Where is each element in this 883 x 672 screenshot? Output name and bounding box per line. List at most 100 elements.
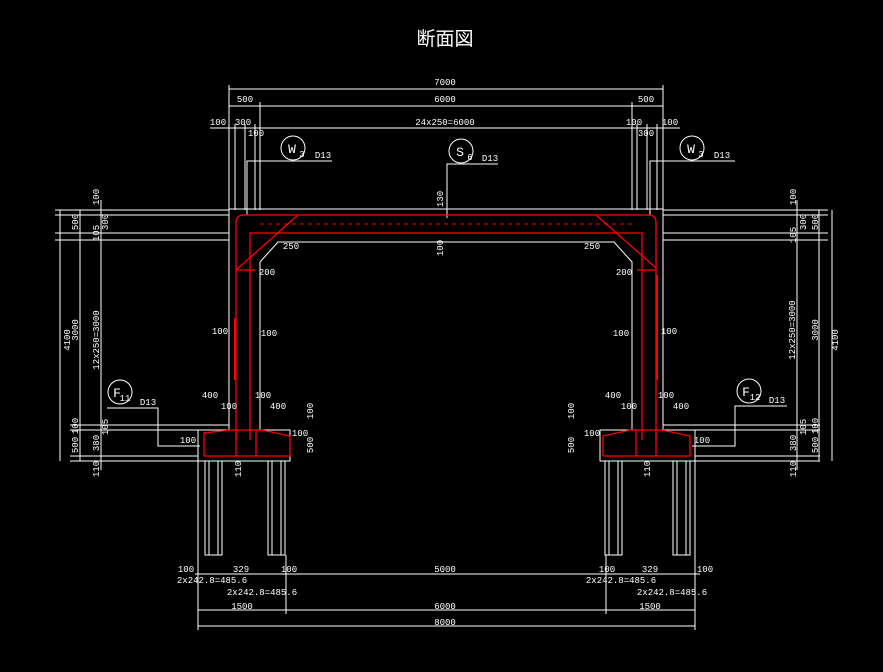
dim-wall-spacing: 12x250=3000 <box>92 310 102 369</box>
dim-label: 100 <box>436 240 446 256</box>
marker-letter: F <box>113 386 121 401</box>
dim-label: 110 <box>643 461 653 477</box>
dim-label: 300 <box>101 214 111 230</box>
dim-label: 100 <box>221 402 237 412</box>
dim-label: 6000 <box>434 602 456 612</box>
dim-label: 200 <box>259 268 275 278</box>
top-dimensions: 7000 500 6000 500 100 300 24x250=6000 10… <box>210 78 680 210</box>
dim-label: 100 <box>694 436 710 446</box>
pile-spacing-label: 2x242.8=485.6 <box>637 588 707 598</box>
dim-label: 100 <box>621 402 637 412</box>
marker-letter: W <box>687 142 695 157</box>
piles <box>204 460 691 556</box>
dim-label: 105 <box>101 419 111 435</box>
dim-label: 100 <box>281 565 297 575</box>
marker-sub: 12 <box>750 393 761 403</box>
dim-label: 400 <box>605 391 621 401</box>
dim-label: 400 <box>673 402 689 412</box>
marker-bar: D13 <box>769 396 785 406</box>
marker-sub: 3 <box>299 150 304 160</box>
dim-left-wall: 500 <box>237 95 253 105</box>
dim-label: 110 <box>789 461 799 477</box>
dim-label: 100 <box>255 391 271 401</box>
dim-label: 3000 <box>71 319 81 341</box>
dim-label: 3000 <box>811 319 821 341</box>
right-dimensions: 4100 500 3000 500 100 300 105 12x250=300… <box>788 189 841 477</box>
dim-label: 100 <box>599 565 615 575</box>
dim-label: 100 <box>567 403 577 419</box>
dim-label: 400 <box>270 402 286 412</box>
dim-label: 1500 <box>639 602 661 612</box>
dim-wall-spacing: 12x250=3000 <box>788 300 798 359</box>
dim-label: 100 <box>248 129 264 139</box>
dim-label: 300 <box>638 129 654 139</box>
dim-label: 100 <box>811 418 821 434</box>
pile-spacing-label: 2x242.8=485.6 <box>177 576 247 586</box>
dim-label: 250 <box>283 242 299 252</box>
dim-label: 130 <box>436 191 446 207</box>
dim-slab-spacing: 24x250=6000 <box>415 118 474 128</box>
dim-label: 100 <box>71 418 81 434</box>
dim-label: 380 <box>789 435 799 451</box>
pile-spacing-label: 2x242.8=485.6 <box>586 576 656 586</box>
dim-label: 329 <box>642 565 658 575</box>
dim-label: 500 <box>71 214 81 230</box>
dim-label: 1500 <box>231 602 253 612</box>
dim-label: 100 <box>661 327 677 337</box>
marker-sub: 11 <box>120 394 131 404</box>
dim-label: 100 <box>210 118 226 128</box>
dim-label: 300 <box>235 118 251 128</box>
dim-height-total: 4100 <box>831 329 841 351</box>
dim-label: 500 <box>811 214 821 230</box>
dim-total-base: 8000 <box>434 618 456 628</box>
dim-right-wall: 500 <box>638 95 654 105</box>
dim-label: 100 <box>92 189 102 205</box>
marker-s6: S 6 D13 <box>446 138 498 218</box>
dim-label: 100 <box>306 403 316 419</box>
marker-letter: W <box>288 142 296 157</box>
dim-label: 500 <box>567 437 577 453</box>
left-footing-dimensions: 400 100 100 400 100 100 500 100 110 <box>180 391 316 477</box>
left-dimensions: 4100 500 3000 500 100 300 105 12x250=300… <box>59 189 111 477</box>
bottom-dimensions: 100 329 100 5000 100 329 100 2x242.8=485… <box>177 461 713 630</box>
dim-label: 100 <box>178 565 194 575</box>
dim-height-total: 4100 <box>63 329 73 351</box>
dim-label: 100 <box>662 118 678 128</box>
dim-label: 200 <box>616 268 632 278</box>
dim-label: 105 <box>92 225 102 241</box>
dim-inner-width: 6000 <box>434 95 456 105</box>
dim-label: 100 <box>584 429 600 439</box>
dim-label: 329 <box>233 565 249 575</box>
marker-w3-right: W 3 D13 <box>649 135 735 215</box>
marker-letter: F <box>742 385 750 400</box>
marker-bar: D13 <box>140 398 156 408</box>
dim-label: 100 <box>626 118 642 128</box>
dim-label: 380 <box>92 435 102 451</box>
dim-label: 100 <box>613 329 629 339</box>
dim-label: 400 <box>202 391 218 401</box>
dim-label: 100 <box>292 429 308 439</box>
inner-dimensions: 250 200 100 100 130 100 250 200 100 100 <box>212 191 677 339</box>
dim-label: 105 <box>799 419 809 435</box>
marker-sub: 6 <box>467 153 472 163</box>
dim-label: 250 <box>584 242 600 252</box>
marker-f12: F 12 D13 <box>692 378 787 447</box>
marker-f11: F 11 D13 <box>107 379 200 447</box>
dim-label: 105 <box>789 227 799 243</box>
dim-label: 500 <box>811 437 821 453</box>
right-footing-dimensions: 400 100 100 400 100 100 500 100 110 <box>567 391 710 477</box>
dim-label: 100 <box>261 329 277 339</box>
dim-label: 100 <box>789 189 799 205</box>
dim-total-width: 7000 <box>434 78 456 88</box>
dim-label: 500 <box>306 437 316 453</box>
dim-label: 100 <box>180 436 196 446</box>
marker-w3-left: W 3 D13 <box>246 135 332 215</box>
dim-label: 100 <box>658 391 674 401</box>
dim-label: 100 <box>212 327 228 337</box>
dim-label: 110 <box>234 461 244 477</box>
dim-label: 500 <box>71 437 81 453</box>
dim-label: 300 <box>799 214 809 230</box>
marker-bar: D13 <box>482 154 498 164</box>
marker-bar: D13 <box>315 151 331 161</box>
